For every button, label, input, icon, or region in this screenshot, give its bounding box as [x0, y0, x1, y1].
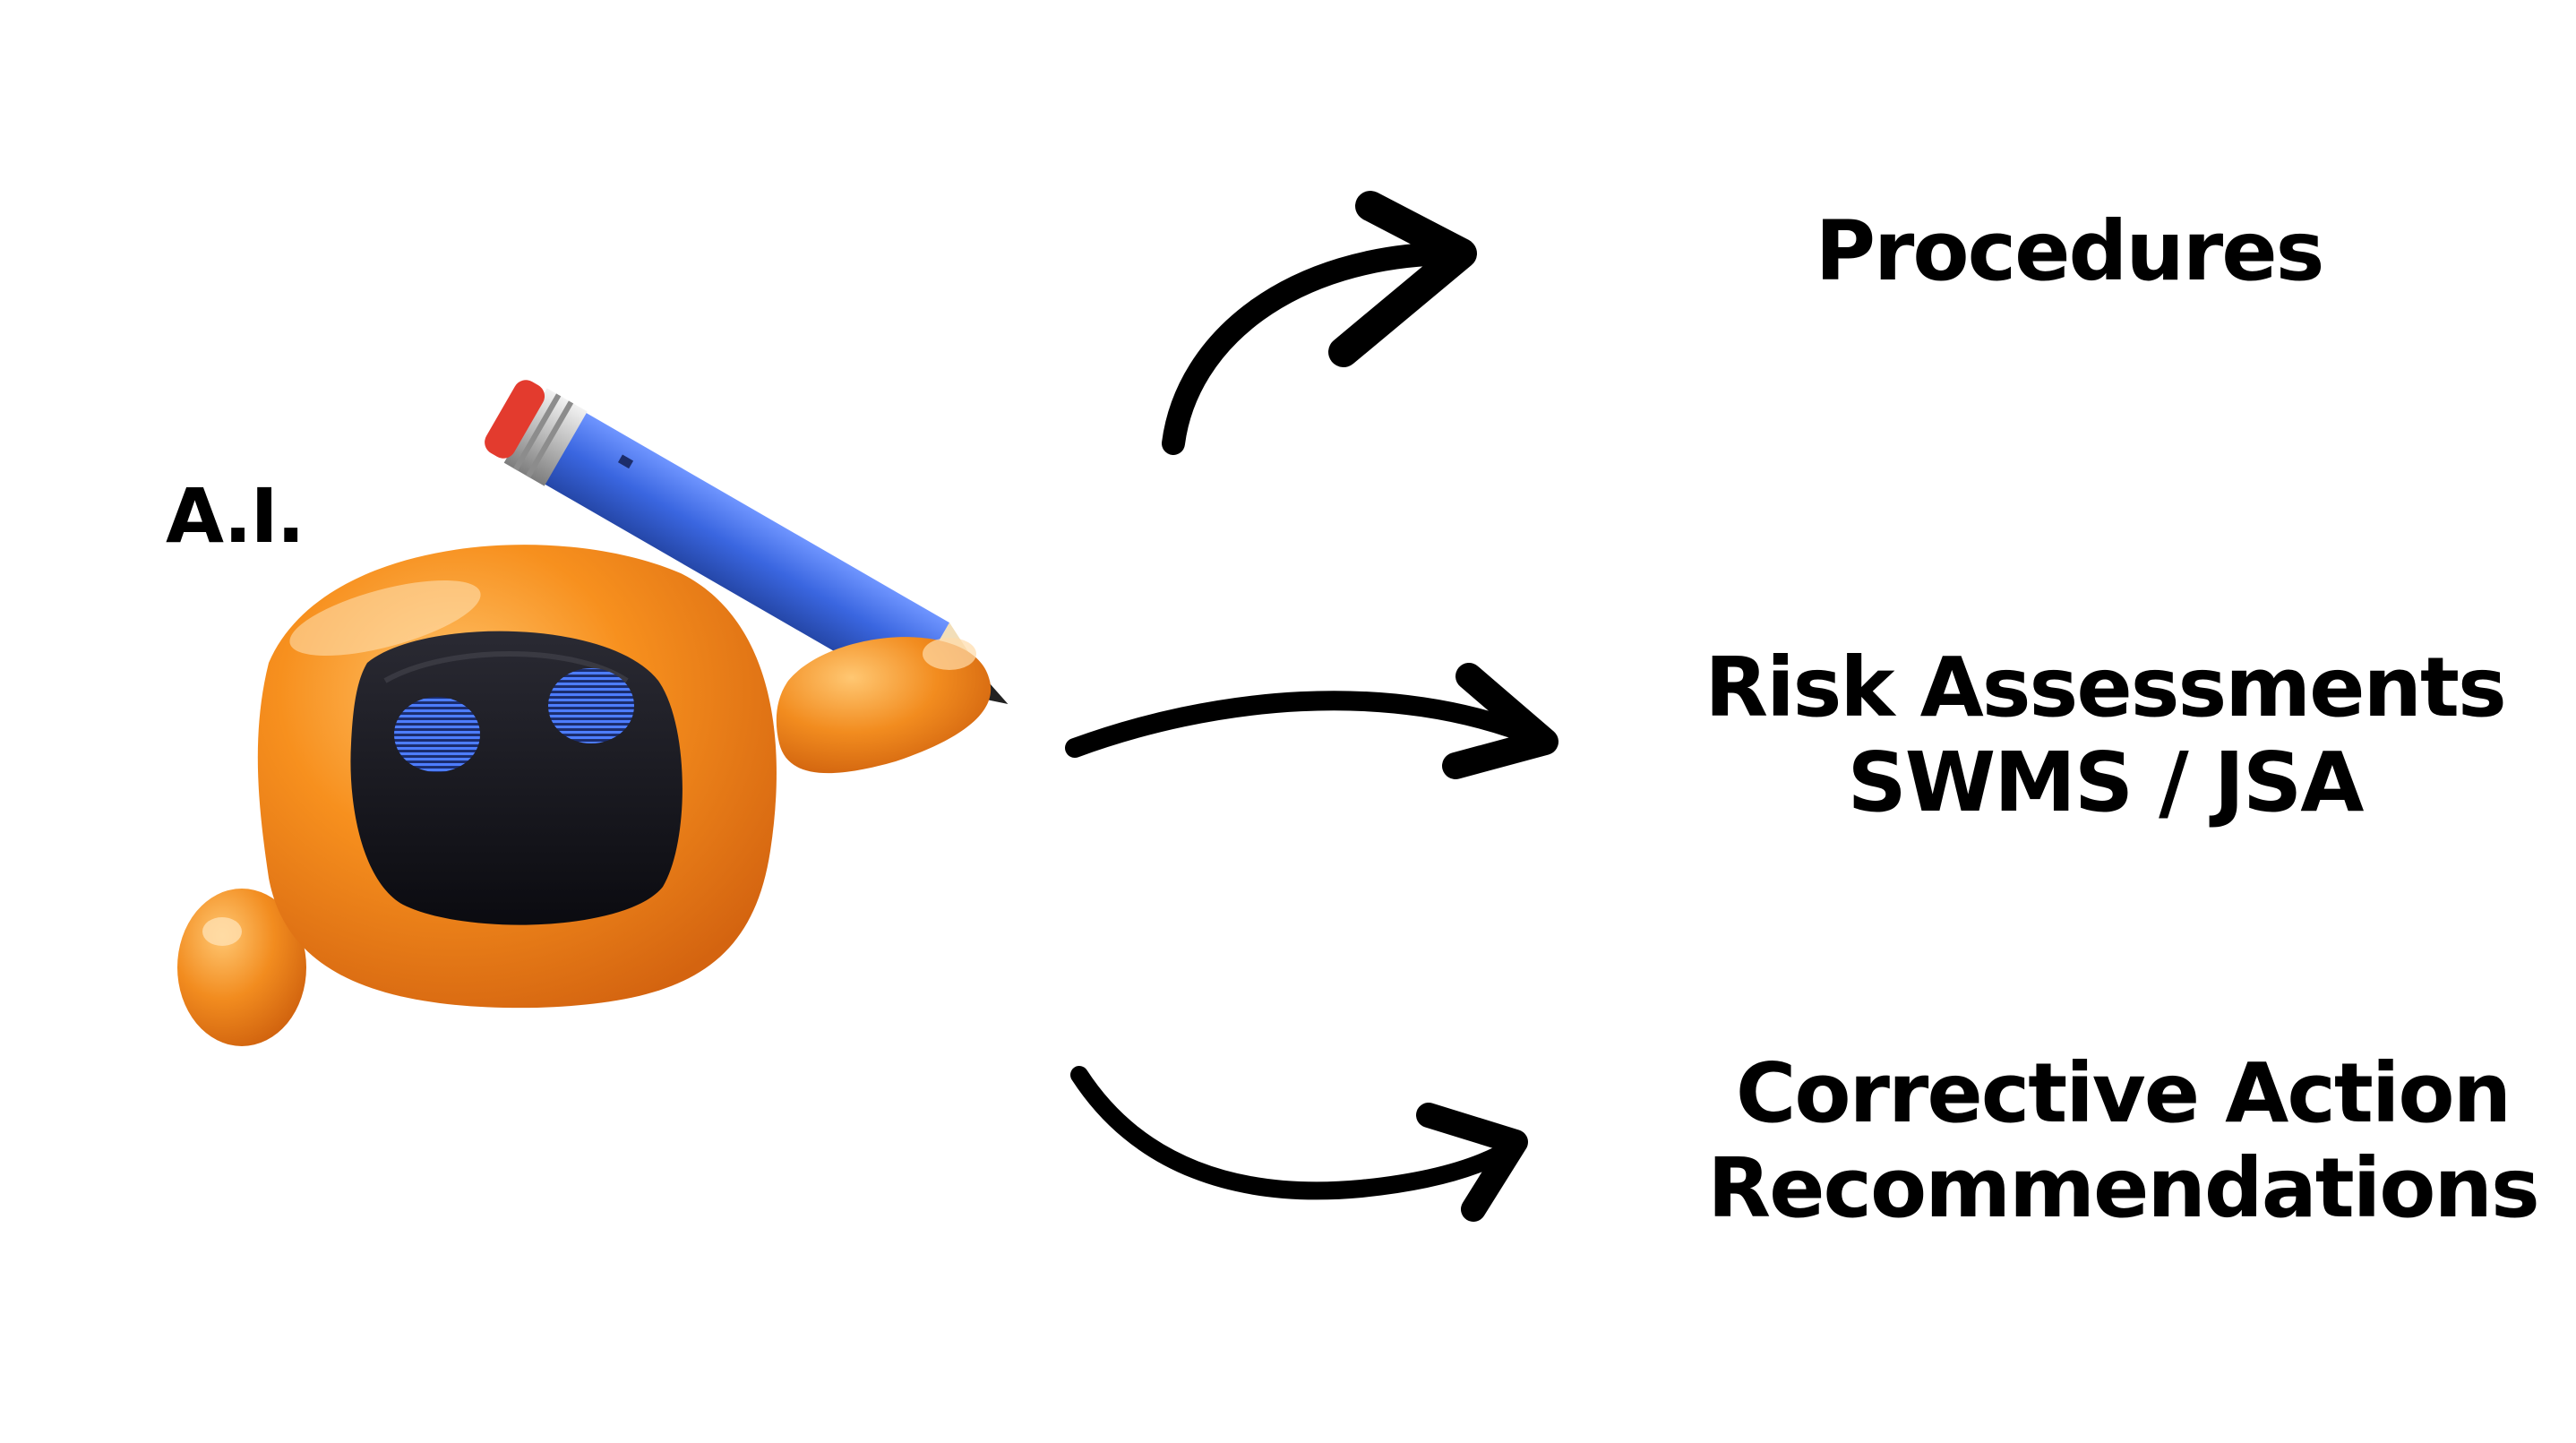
robot-eye-left-icon [394, 697, 480, 772]
output-risk-assessments: Risk Assessments SWMS / JSA [1693, 640, 2517, 830]
output-corrective-line-1: Corrective Action [1735, 1045, 2512, 1141]
robot-mascot-icon [177, 380, 1009, 1046]
output-procedures: Procedures [1756, 204, 2383, 299]
arrow-to-risk-assessments-icon [1065, 663, 1558, 779]
output-corrective-action: Corrective Action Recommendations [1693, 1046, 2553, 1236]
output-corrective-line-2: Recommendations [1707, 1139, 2540, 1236]
ai-label: A.I. [166, 472, 305, 560]
output-risk-line-2: SWMS / JSA [1847, 734, 2365, 830]
arrow-to-corrective-action-icon [1070, 1066, 1528, 1222]
output-procedures-line-1: Procedures [1815, 203, 2325, 299]
arrow-to-procedures-icon [1162, 191, 1477, 455]
output-risk-line-1: Risk Assessments [1704, 640, 2506, 735]
robot-eye-right-icon [548, 668, 634, 743]
robot-hand-right [776, 637, 992, 774]
